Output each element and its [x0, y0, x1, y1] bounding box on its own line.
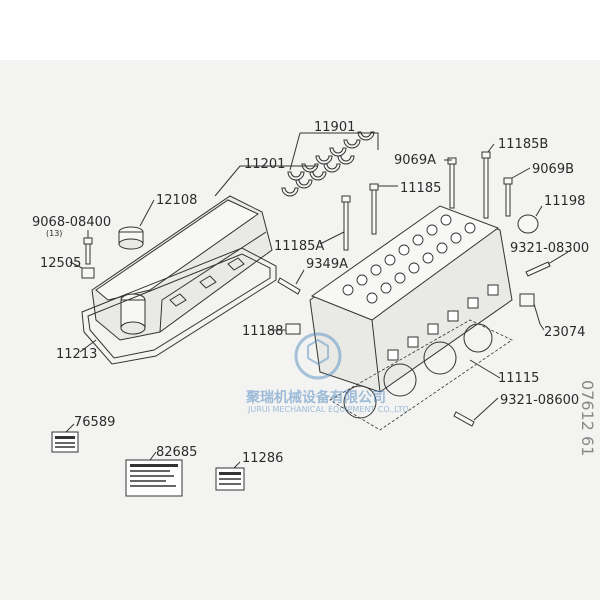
label-82685: 82685	[156, 445, 197, 460]
sleeve-11188	[270, 323, 301, 335]
bearing-shells-11901	[281, 131, 379, 197]
label-12108: 12108	[156, 193, 197, 208]
label-23074: 23074	[544, 325, 585, 340]
label-11185a: 11185A	[274, 239, 324, 254]
cylinder-head-11115	[309, 205, 513, 393]
stud-9321-08600	[453, 397, 499, 427]
decal-11286	[215, 461, 245, 491]
watermark-en: JURUI MECHANICAL EQUIPMENT CO.,LTD	[247, 405, 409, 414]
stud-9349a	[277, 269, 305, 295]
label-9069a: 9069A	[394, 153, 436, 168]
head-gasket	[329, 319, 513, 431]
label-9068-08400: 9068-08400	[32, 215, 111, 230]
plug-23074	[519, 293, 545, 331]
bolt-9069b	[503, 167, 531, 217]
bolt-11185a	[319, 195, 351, 251]
label-9321-08300: 9321-08300	[510, 241, 589, 256]
label-11115: 11115	[498, 371, 539, 386]
decal-76589	[51, 423, 79, 453]
stud-9321-08300	[525, 251, 569, 277]
decal-82685	[125, 451, 183, 497]
label-11213: 11213	[56, 347, 97, 362]
label-9068-qty: (13)	[46, 229, 62, 238]
label-9349a: 9349A	[306, 257, 348, 272]
label-11286: 11286	[242, 451, 283, 466]
rocker-cover-11201	[91, 165, 318, 341]
label-9069b: 9069B	[532, 162, 574, 177]
watermark-cn: 聚瑞机械设备有限公司	[245, 389, 386, 406]
label-12505: 12505	[40, 256, 81, 271]
bolt-9069a	[444, 157, 457, 209]
watermark: 聚瑞机械设备有限公司 JURUI MECHANICAL EQUIPMENT CO…	[245, 332, 409, 414]
label-9321-08600: 9321-08600	[500, 393, 579, 408]
label-11901: 11901	[314, 120, 355, 135]
edge-text: 07612 61	[578, 380, 597, 456]
watermark-logo-icon	[294, 332, 342, 380]
nut-12505	[69, 261, 95, 279]
oil-cap-12108	[118, 199, 155, 250]
label-11198: 11198	[544, 194, 585, 209]
cover-gasket-11213	[79, 247, 277, 365]
bolt-9068-08400	[83, 230, 93, 265]
label-11201: 11201	[244, 157, 285, 172]
bolt-11185	[369, 183, 398, 235]
label-76589: 76589	[74, 415, 115, 430]
plug-11198	[517, 205, 543, 234]
label-11185b: 11185B	[498, 137, 548, 152]
label-11188: 11188	[242, 324, 283, 339]
label-11185: 11185	[400, 181, 441, 196]
bolt-11185b	[481, 143, 495, 219]
